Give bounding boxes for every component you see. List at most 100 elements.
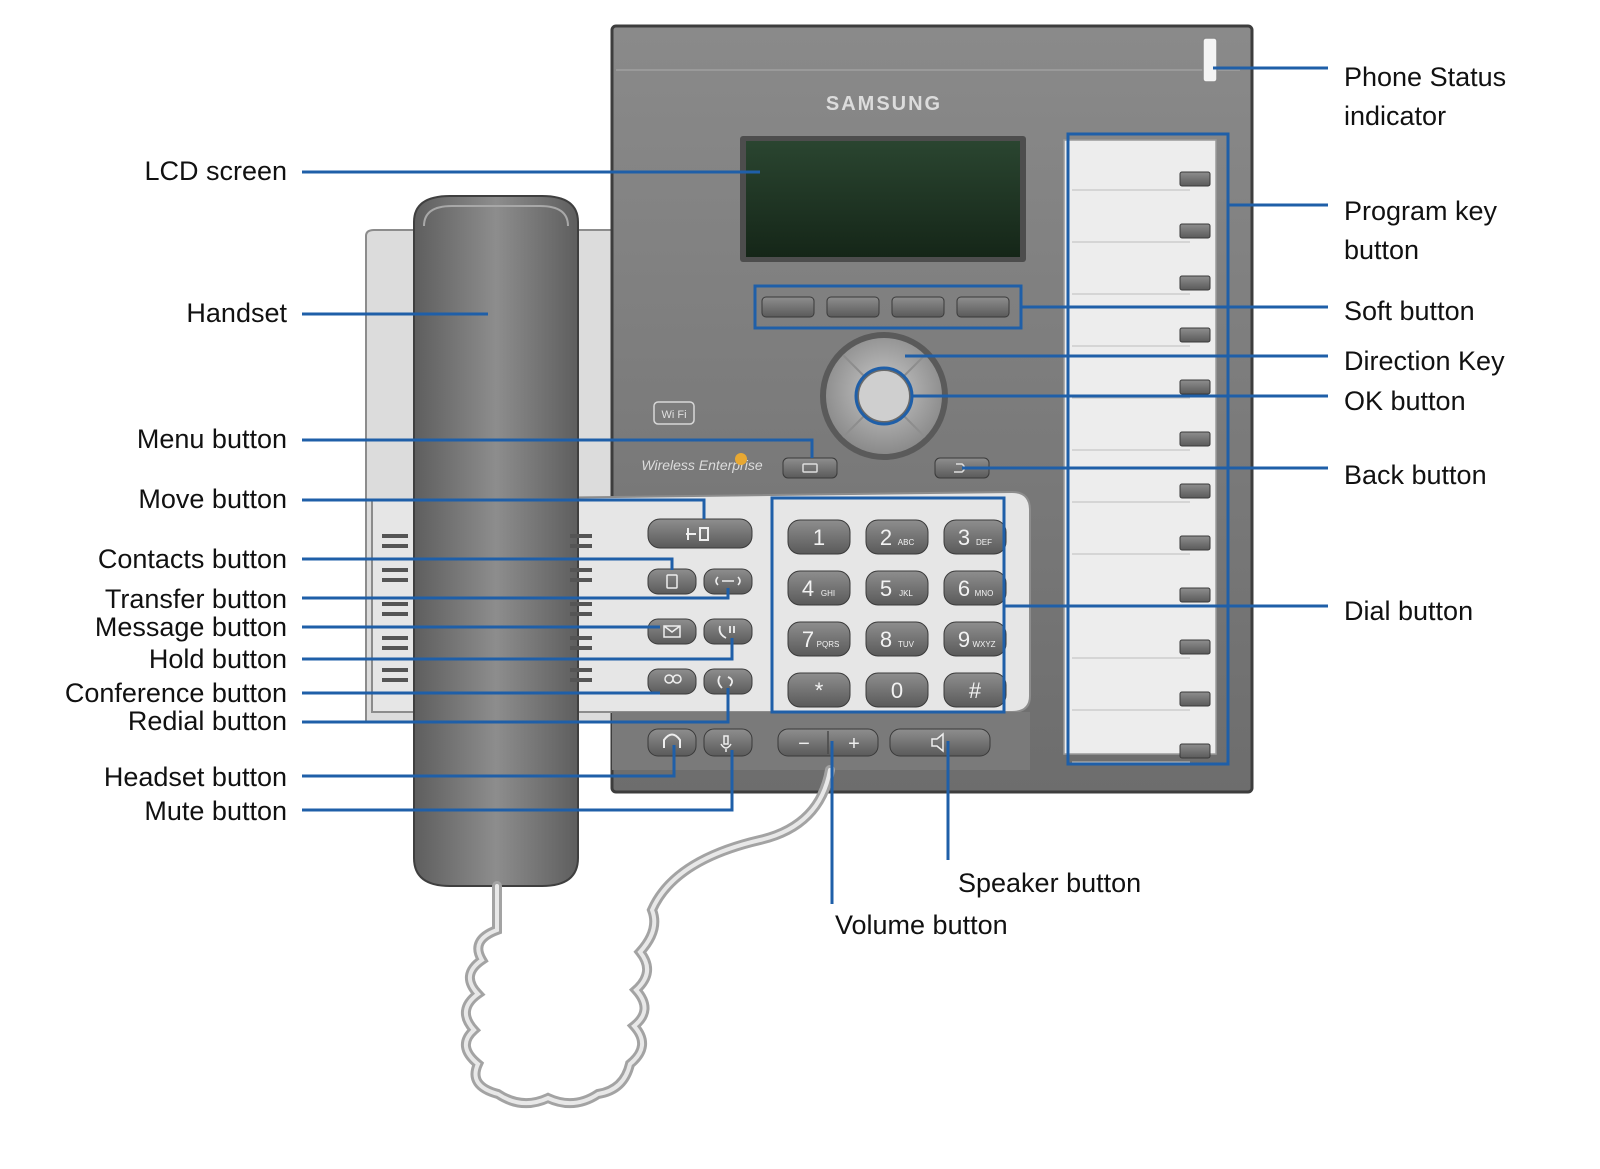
label-move-button: Move button: [138, 484, 287, 514]
soft-button-2[interactable]: [826, 296, 880, 318]
dial-key-letters: PQRS: [817, 640, 840, 649]
dial-key-1[interactable]: 1: [787, 519, 851, 555]
dial-key-digit: 3: [958, 525, 970, 550]
soft-button-4[interactable]: [956, 296, 1010, 318]
program-key[interactable]: [1179, 587, 1211, 603]
soft-button-3[interactable]: [891, 296, 945, 318]
label-speaker-button: Speaker button: [958, 868, 1142, 898]
dial-key-letters: WXYZ: [972, 640, 995, 649]
program-key[interactable]: [1179, 535, 1211, 551]
speaker-button[interactable]: [889, 728, 991, 757]
label-redial-button: Redial button: [127, 706, 287, 736]
transfer-button[interactable]: [703, 568, 753, 595]
speaker-grill-left: [382, 534, 408, 682]
lcd-screen: [746, 141, 1020, 257]
dial-key-digit: 9: [958, 627, 970, 652]
dial-key-digit: 2: [880, 525, 892, 550]
dial-key-letters: TUV: [898, 640, 915, 649]
menu-icon: [802, 463, 818, 473]
label-contacts-button: Contacts button: [97, 544, 287, 574]
headset-icon: [663, 733, 681, 748]
program-key-highlight: [1066, 132, 1230, 766]
menu-button[interactable]: [782, 457, 838, 479]
volume-minus-icon: −: [798, 733, 810, 755]
dial-key-digit: 1: [813, 525, 825, 550]
program-key[interactable]: [1179, 639, 1211, 655]
volume-button[interactable]: − +: [777, 728, 879, 757]
redial-icon: [717, 675, 733, 689]
message-button[interactable]: [647, 618, 697, 645]
mute-button[interactable]: [703, 728, 753, 757]
program-key[interactable]: [1179, 691, 1211, 707]
label-dial-button: Dial button: [1344, 596, 1474, 626]
program-key[interactable]: [1179, 483, 1211, 499]
transfer-icon: [715, 576, 741, 586]
program-key[interactable]: [1179, 327, 1211, 343]
soft-buttons: [761, 296, 1010, 318]
dial-key-digit: 6: [958, 576, 970, 601]
label-hold-button: Hold button: [148, 644, 287, 674]
handset: [413, 195, 579, 887]
contacts-icon: [666, 574, 678, 589]
label-back-button: Back button: [1344, 460, 1487, 490]
dial-key-digit: 5: [880, 576, 892, 601]
dial-key-digit: #: [969, 678, 982, 703]
label-transfer-button: Transfer button: [104, 584, 287, 614]
program-key[interactable]: [1179, 431, 1211, 447]
label-message-button: Message button: [94, 612, 287, 642]
headset-button[interactable]: [647, 728, 697, 757]
soft-button-1[interactable]: [761, 296, 815, 318]
label-direction-key: Direction Key: [1344, 346, 1505, 376]
label-handset: Handset: [186, 298, 287, 328]
ok-button[interactable]: [857, 369, 911, 423]
mute-icon: [720, 735, 732, 752]
svg-text:Wi Fi: Wi Fi: [661, 409, 686, 421]
dial-key-digit: *: [815, 678, 824, 703]
brand-logo: SAMSUNG: [826, 93, 942, 115]
label-menu-button: Menu button: [136, 424, 287, 454]
hold-button[interactable]: [703, 618, 753, 645]
dial-key-star[interactable]: *: [787, 672, 851, 708]
label-conference-button: Conference button: [64, 678, 287, 708]
label-mute-button: Mute button: [144, 796, 287, 826]
dial-key-letters: DEF: [976, 538, 992, 547]
contacts-button[interactable]: [647, 568, 697, 595]
wifi-logo: Wi Fi: [653, 401, 695, 425]
speaker-icon: [931, 732, 944, 753]
move-icon: [686, 527, 709, 541]
message-icon: [663, 625, 681, 638]
program-key[interactable]: [1179, 171, 1211, 187]
label-volume-button: Volume button: [835, 910, 1008, 940]
label-program-key: Program key button: [1344, 196, 1498, 266]
move-button[interactable]: [647, 518, 753, 549]
hold-icon: [718, 625, 735, 639]
volume-plus-icon: +: [848, 733, 860, 755]
dial-key-pound[interactable]: #: [943, 672, 1007, 708]
conference-button[interactable]: [647, 668, 697, 695]
dial-key-letters: ABC: [898, 538, 915, 547]
label-lcd-screen: LCD screen: [144, 156, 287, 186]
program-key[interactable]: [1179, 275, 1211, 291]
program-key[interactable]: [1179, 743, 1211, 759]
dial-key-letters: GHI: [821, 589, 835, 598]
program-key[interactable]: [1179, 223, 1211, 239]
dial-key-0[interactable]: 0: [865, 672, 929, 708]
leader-lines: [302, 66, 1328, 904]
label-phone-status: Phone Status indicator: [1344, 62, 1507, 132]
dial-key-letters: MNO: [975, 589, 994, 598]
wireless-enterprise-logo: Wireless Enterprise: [641, 457, 762, 473]
speaker-grill-right: [570, 534, 592, 682]
label-soft-button: Soft button: [1344, 296, 1475, 326]
program-key[interactable]: [1179, 379, 1211, 395]
